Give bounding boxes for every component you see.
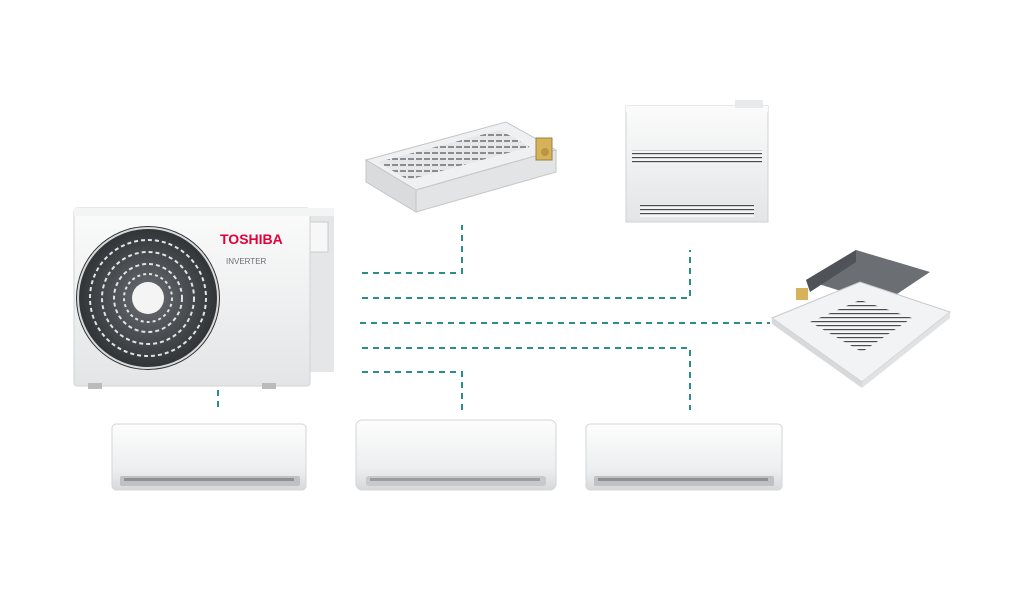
inverter-badge: INVERTER <box>226 257 267 266</box>
connector-lines <box>217 225 770 410</box>
ducted-unit-icon <box>364 121 558 213</box>
wall-split-icon <box>111 423 307 491</box>
outdoor-unit-icon: TOSHIBA INVERTER <box>73 207 334 389</box>
wall-split-icon <box>585 423 783 491</box>
floor-console-icon <box>625 100 769 223</box>
connector-wall-middle <box>362 347 691 410</box>
fan-grille-icon <box>76 226 220 370</box>
wall-split-icon <box>355 419 557 491</box>
brand-logo: TOSHIBA <box>220 231 283 247</box>
cassette-unit-icon <box>770 250 952 388</box>
connector-ducted <box>362 225 463 274</box>
connector-wall-center <box>362 371 463 410</box>
